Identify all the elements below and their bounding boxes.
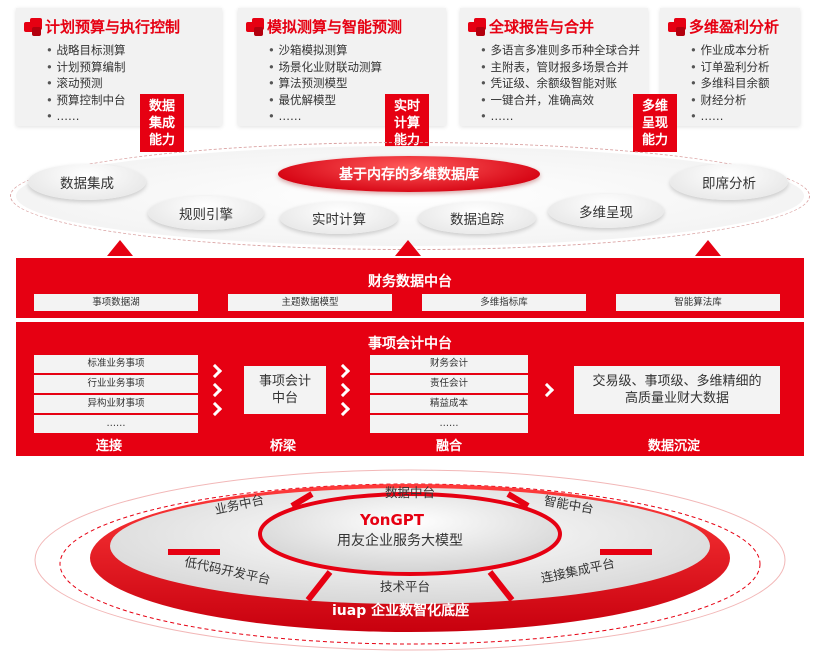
card-title: 全球报告与合并	[489, 18, 595, 36]
bridge-box: 事项会计 中台	[244, 366, 326, 414]
list-item: 一键合并，准确高效	[480, 92, 640, 109]
list-item: 作业成本分析	[690, 42, 769, 59]
list-item: 责任会计	[370, 375, 528, 393]
list-item: ……	[370, 415, 528, 433]
pill-multidim-presentation: 多维呈现	[548, 194, 664, 228]
list-item: ……	[34, 415, 198, 433]
label-bridge: 桥梁	[270, 439, 297, 454]
list-item: 沙箱模拟测算	[268, 42, 382, 59]
pill-adhoc-analysis: 即席分析	[670, 164, 788, 200]
card-profit: 多维盈利分析 作业成本分析 订单盈利分析 多维科目余额 财经分析 ……	[660, 8, 800, 126]
list-item: 凭证级、余额级智能对账	[480, 75, 640, 92]
list-item: 战略目标测算	[46, 42, 125, 59]
pill-rule-engine: 规则引擎	[148, 196, 264, 230]
list-item: 算法预测模型	[268, 75, 382, 92]
list-item: 场景化业财联动测算	[268, 59, 382, 76]
cube-icon	[246, 17, 264, 36]
platform-title: 事项会计中台	[368, 336, 452, 352]
segment-tech-platform: 技术平台	[380, 579, 431, 594]
list-item: ……	[690, 108, 769, 125]
card-title: 模拟测算与智能预测	[267, 18, 403, 36]
finance-data-platform: 财务数据中台 事项数据湖 主题数据模型 多维指标库 智能算法库	[16, 258, 804, 318]
capability-data-integration: 数据 集成 能力	[140, 94, 184, 152]
list-item: 精益成本	[370, 395, 528, 413]
chip-algorithm-library: 智能算法库	[616, 294, 780, 311]
chevron-right-icon	[207, 382, 223, 398]
iuap-base-title: iuap 企业数智化底座	[332, 603, 470, 619]
yongpt-brand: YonGPT	[360, 511, 425, 529]
list-item: 预算控制中台	[46, 92, 125, 109]
pill-data-tracking: 数据追踪	[418, 202, 536, 234]
list-item: ……	[46, 108, 125, 125]
label-connect: 连接	[96, 439, 123, 454]
list-item: 异构业财事项	[34, 395, 198, 413]
list-item: 财务会计	[370, 355, 528, 373]
list-item: 最优解模型	[268, 92, 382, 109]
chip-event-lake: 事项数据湖	[34, 294, 198, 311]
card-budget: 计划预算与执行控制 战略目标测算 计划预算编制 滚动预测 预算控制中台 ……	[16, 8, 222, 126]
capability-multidim-presentation: 多维 呈现 能力	[633, 94, 677, 152]
chevron-right-icon	[335, 401, 351, 417]
list-item: 主附表，管财报多场景合并	[480, 59, 640, 76]
chevron-right-icon	[335, 363, 351, 379]
database-title: 基于内存的多维数据库	[278, 156, 540, 192]
card-title: 计划预算与执行控制	[45, 18, 181, 36]
pill-data-integration: 数据集成	[28, 164, 146, 200]
segment-data-platform: 数据中台	[385, 485, 436, 500]
cube-icon	[668, 17, 686, 36]
cube-icon	[24, 17, 42, 36]
platform-title: 财务数据中台	[368, 274, 452, 290]
chevron-right-icon	[207, 363, 223, 379]
chevron-right-icon	[207, 401, 223, 417]
card-global-report: 全球报告与合并 多语言多准则多币种全球合并 主附表，管财报多场景合并 凭证级、余…	[460, 8, 648, 126]
label-fusion: 融合	[436, 439, 463, 454]
list-item: 多语言多准则多币种全球合并	[480, 42, 640, 59]
chip-metric-library: 多维指标库	[422, 294, 586, 311]
arrow-up-icon	[395, 240, 421, 256]
result-box: 交易级、事项级、多维精细的 高质量业财大数据	[574, 366, 780, 414]
iuap-base-ring	[34, 469, 786, 651]
list-item: 计划预算编制	[46, 59, 125, 76]
card-title: 多维盈利分析	[689, 18, 780, 36]
list-item: ……	[268, 108, 382, 125]
label-data-deposit: 数据沉淀	[648, 439, 701, 454]
pill-realtime-compute: 实时计算	[280, 202, 398, 234]
chevron-right-icon	[539, 382, 555, 398]
arrow-up-icon	[695, 240, 721, 256]
model-subtitle: 用友企业服务大模型	[337, 533, 463, 549]
list-item: 多维科目余额	[690, 75, 769, 92]
list-item: 行业业务事项	[34, 375, 198, 393]
cube-icon	[468, 17, 486, 36]
list-item: 标准业务事项	[34, 355, 198, 373]
list-item: 订单盈利分析	[690, 59, 769, 76]
card-simulation: 模拟测算与智能预测 沙箱模拟测算 场景化业财联动测算 算法预测模型 最优解模型 …	[238, 8, 446, 126]
event-accounting-platform: 事项会计中台 标准业务事项 行业业务事项 异构业财事项 …… 事项会计 中台 财…	[16, 322, 804, 456]
list-item: ……	[480, 108, 640, 125]
chevron-right-icon	[335, 382, 351, 398]
list-item: 财经分析	[690, 92, 769, 109]
list-item: 滚动预测	[46, 75, 125, 92]
arrow-up-icon	[107, 240, 133, 256]
chip-topic-model: 主题数据模型	[228, 294, 392, 311]
